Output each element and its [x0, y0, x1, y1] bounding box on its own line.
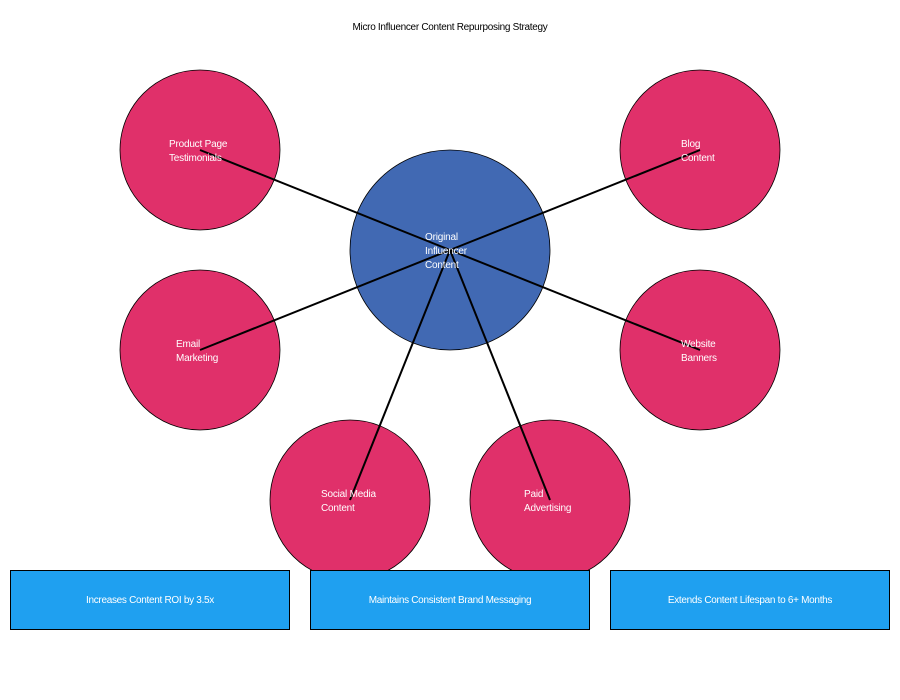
benefit-box-lifespan: Extends Content Lifespan to 6+ Months [610, 570, 890, 630]
diagram-title: Micro Influencer Content Repurposing Str… [352, 22, 548, 33]
connector-line-product-page-testimonials [199, 149, 451, 251]
benefit-text-lifespan: Extends Content Lifespan to 6+ Months [667, 594, 833, 606]
benefit-box-brand-messaging: Maintains Consistent Brand Messaging [310, 570, 590, 630]
connector-line-blog-content [449, 149, 701, 251]
benefit-text-brand-messaging: Maintains Consistent Brand Messaging [368, 594, 532, 606]
benefit-box-roi: Increases Content ROI by 3.5x [10, 570, 290, 630]
connector-line-social-media-content [349, 249, 451, 501]
connector-line-paid-advertising [449, 249, 551, 501]
connector-line-website-banners [449, 249, 701, 351]
connector-line-email-marketing [199, 249, 451, 351]
benefit-text-roi: Increases Content ROI by 3.5x [85, 594, 215, 606]
